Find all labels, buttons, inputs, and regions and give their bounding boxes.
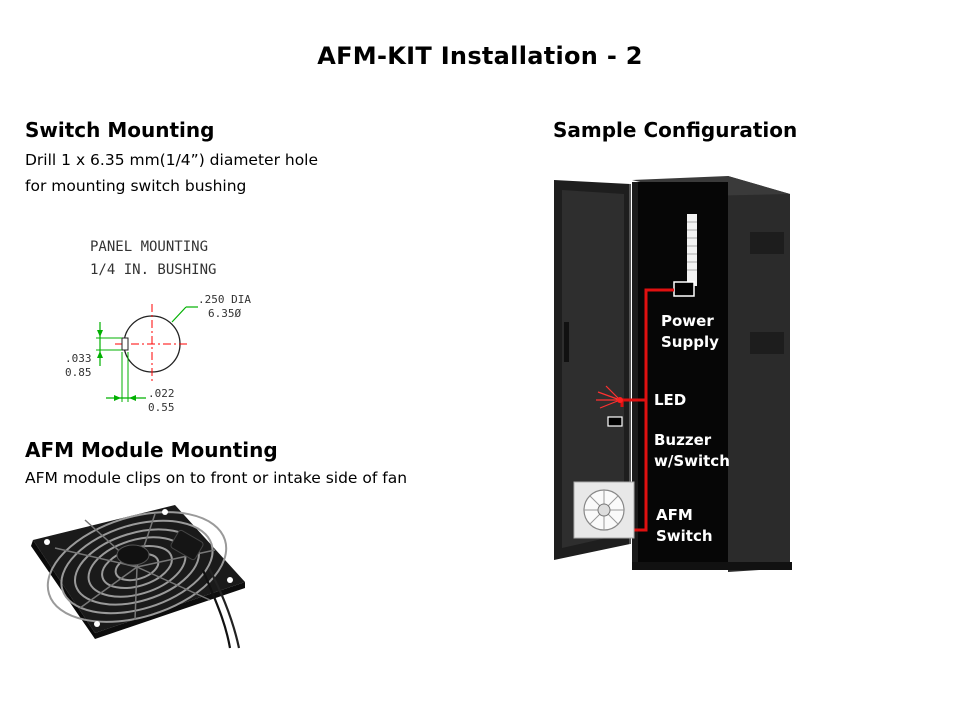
buzzer-label-line-2: w/Switch bbox=[654, 452, 730, 470]
slide-title: AFM-KIT Installation - 2 bbox=[317, 42, 643, 70]
fan-hole bbox=[44, 539, 50, 545]
power-strip bbox=[687, 214, 697, 286]
fan-spoke bbox=[79, 566, 138, 609]
afm-switch-label: AFM Switch bbox=[656, 505, 713, 547]
buzzer-label-line-1: Buzzer bbox=[654, 431, 712, 449]
fan-hole bbox=[162, 509, 168, 515]
fan-hole bbox=[94, 621, 100, 627]
cabinet-base bbox=[632, 562, 792, 570]
dim2-arrow-left bbox=[114, 395, 121, 401]
fan-ring-1 bbox=[46, 511, 228, 623]
afm-label-line-1: AFM bbox=[656, 506, 693, 524]
afm-module-line-1: AFM module clips on to front or intake s… bbox=[25, 469, 408, 487]
dim2-arrow-right bbox=[129, 395, 136, 401]
dim2-mm-text: 0.55 bbox=[148, 401, 175, 414]
switch-mounting-line-1: Drill 1 x 6.35 mm(1/4”) diameter hole bbox=[25, 151, 319, 169]
cabinet-interior bbox=[632, 182, 728, 570]
afm-module-clip bbox=[170, 529, 204, 561]
afm-fan-hub bbox=[597, 503, 611, 517]
dim1-in-text: .033 bbox=[65, 352, 92, 365]
dia-leader bbox=[171, 306, 187, 323]
led-ray bbox=[599, 399, 621, 409]
afm-label-line-2: Switch bbox=[656, 527, 713, 545]
fan-spoke bbox=[136, 566, 211, 601]
buzzer-box bbox=[607, 416, 623, 427]
power-label-line-1: Power bbox=[661, 312, 714, 330]
fan-guard-image bbox=[31, 505, 245, 649]
switch-mounting-heading: Switch Mounting bbox=[25, 118, 215, 142]
fan-spoke bbox=[136, 549, 216, 568]
fan-cable-2 bbox=[208, 567, 241, 649]
sample-config-heading: Sample Configuration bbox=[553, 118, 798, 142]
drawing-caption-2: 1/4 IN. BUSHING bbox=[90, 262, 216, 278]
door-handle bbox=[564, 322, 569, 362]
afm-module-heading: AFM Module Mounting bbox=[25, 438, 278, 462]
drawing-caption-1: PANEL MOUNTING bbox=[90, 239, 208, 255]
buzzer-label: Buzzer w/Switch bbox=[654, 430, 730, 472]
dim1-mm-text: 0.85 bbox=[65, 366, 92, 379]
fan-cable-1 bbox=[201, 569, 232, 649]
led-icon bbox=[617, 397, 623, 403]
power-supply-box bbox=[673, 281, 695, 297]
dim1-arrow-top bbox=[97, 330, 103, 337]
side-panel-latch-1 bbox=[750, 232, 784, 254]
dia-in-text: .250 DIA bbox=[198, 293, 251, 306]
fan-spoke bbox=[54, 547, 138, 568]
cabinet-door-panel bbox=[562, 190, 624, 548]
side-panel-latch-2 bbox=[750, 332, 784, 354]
led-ray bbox=[597, 391, 621, 401]
dia-mm-text: 6.35Ø bbox=[208, 307, 241, 320]
fan-hole bbox=[227, 577, 233, 583]
led-ray bbox=[605, 385, 621, 401]
led-label: LED bbox=[654, 391, 687, 409]
power-supply-label: Power Supply bbox=[661, 311, 719, 353]
power-label-line-2: Supply bbox=[661, 333, 719, 351]
fan-hub bbox=[116, 544, 150, 566]
cabinet-rail-left bbox=[632, 182, 638, 570]
fan-ring-2 bbox=[60, 519, 214, 615]
cabinet-image bbox=[554, 176, 792, 572]
wire-afm bbox=[634, 400, 648, 532]
dim1-arrow-bot bbox=[97, 351, 103, 358]
bushing-flat bbox=[121, 337, 129, 351]
fan-frame-edge-2 bbox=[95, 582, 245, 639]
cabinet-side-panel bbox=[728, 176, 790, 572]
switch-mounting-line-2: for mounting switch bushing bbox=[25, 177, 247, 195]
bushing-drawing: PANEL MOUNTING 1/4 IN. BUSHING .250 DIA … bbox=[65, 239, 251, 414]
dim2-in-text: .022 bbox=[148, 387, 175, 400]
fan-spoke bbox=[134, 566, 138, 621]
